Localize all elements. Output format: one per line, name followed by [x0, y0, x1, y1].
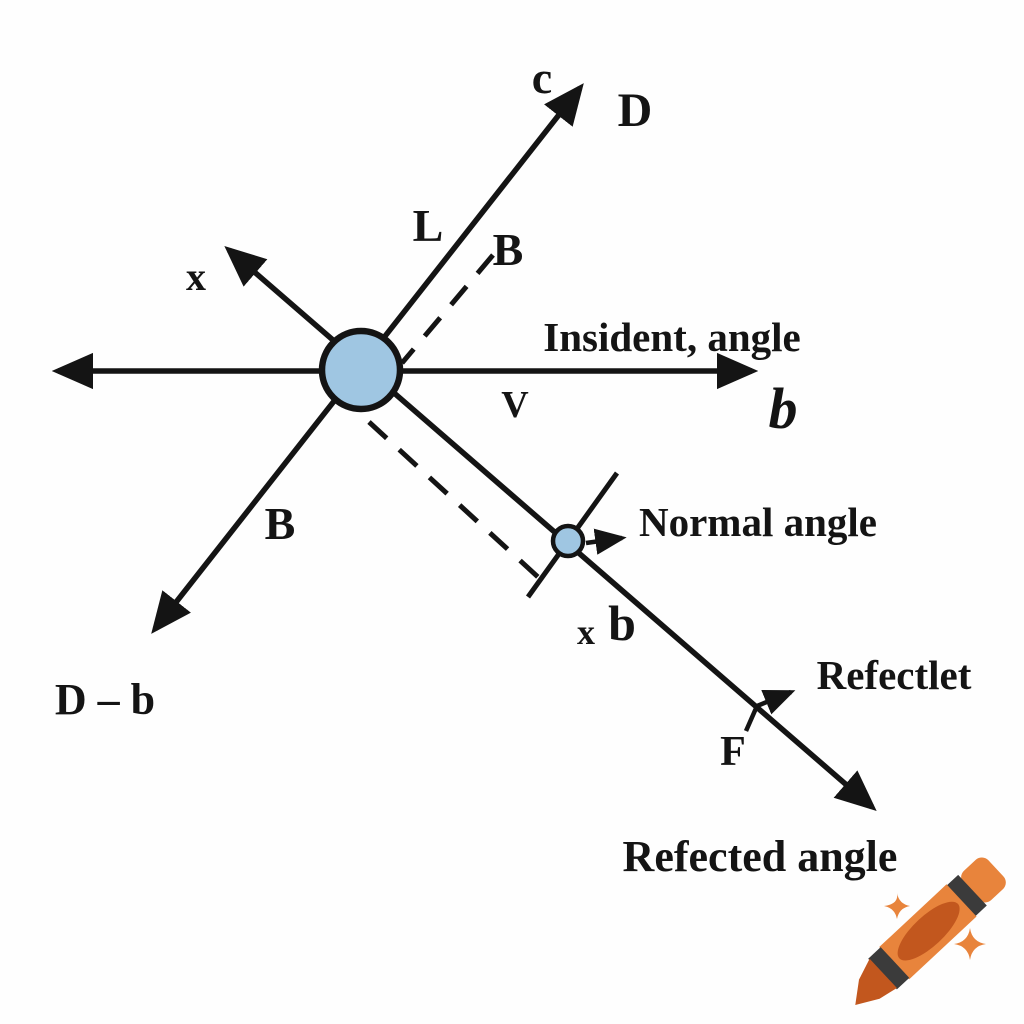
- label-l: L: [413, 200, 444, 251]
- center-intersection-circle: [318, 327, 404, 413]
- sparkle-icon-large: [954, 928, 986, 960]
- label-v: V: [501, 384, 529, 426]
- label-reflect: Refectlet: [817, 652, 972, 698]
- label-d-minus-b: D – b: [55, 675, 155, 724]
- crayon-tip: [855, 958, 897, 1005]
- label-x-small: x: [577, 612, 595, 652]
- label-d: D: [618, 84, 653, 137]
- dashed-line-upper: [400, 253, 495, 365]
- crayon-stripe-bottom: [868, 947, 910, 990]
- label-incident-angle: Insident, angle: [543, 314, 800, 360]
- label-reflected-angle: Refected angle: [623, 832, 898, 881]
- sparkle-icon-small: [884, 893, 910, 919]
- label-b-top: B: [493, 224, 524, 275]
- label-f: F: [720, 729, 746, 775]
- label-b-lower-left: B: [265, 498, 296, 549]
- label-b-italic: b: [769, 376, 798, 441]
- crayon-label-ellipse: [897, 901, 960, 961]
- crayon-logo: [855, 857, 1006, 1005]
- normal-angle-pointer-arrow: [585, 528, 627, 555]
- label-normal-angle: Normal angle: [639, 499, 877, 545]
- label-c: c: [532, 52, 552, 103]
- crayon-stripe-top: [945, 874, 987, 918]
- label-x-upper-left: x: [186, 254, 206, 299]
- label-b-small: b: [608, 595, 636, 651]
- reflection-pointer-arrow: [743, 689, 796, 732]
- small-point-circle: [550, 523, 586, 559]
